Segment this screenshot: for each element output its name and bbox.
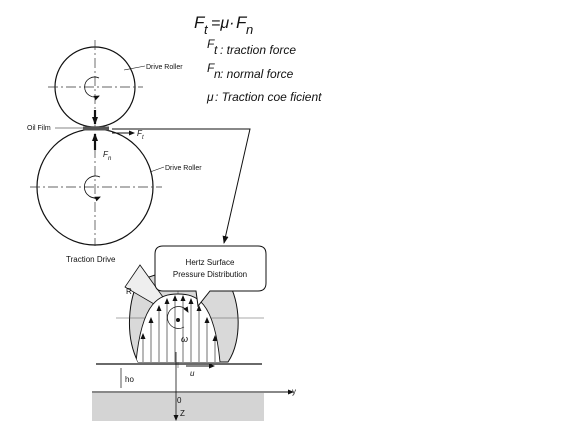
formula-rhs-sub: n bbox=[246, 22, 253, 37]
top-drive-roller: Drive Roller bbox=[48, 40, 183, 134]
oil-film-band bbox=[83, 126, 109, 131]
y-axis-label: y bbox=[292, 387, 296, 396]
traction-force-label-sub: t bbox=[142, 135, 144, 141]
bottom-roller-leader bbox=[149, 166, 165, 173]
definition-ft-symbol: F bbox=[207, 37, 215, 51]
definition-fn-text: : normal force bbox=[220, 67, 294, 81]
normal-force-label-sub: n bbox=[108, 156, 112, 162]
omega-label: ω bbox=[181, 334, 188, 344]
normal-force-label-main: F bbox=[103, 150, 109, 159]
formula-lhs-main: F bbox=[194, 13, 206, 32]
callout-line-1: Hertz Surface bbox=[186, 258, 235, 267]
traction-force-label-main: F bbox=[137, 129, 143, 138]
top-roller-rotation-arrow bbox=[84, 76, 100, 101]
formula-equals-mu: =μ· bbox=[211, 15, 234, 32]
traction-drive-caption: Traction Drive bbox=[66, 255, 116, 264]
bottom-drive-roller: Drive Roller bbox=[30, 128, 202, 246]
z-axis-label: Z bbox=[180, 409, 185, 418]
definition-mu-text: : Traction coe ficient bbox=[215, 90, 322, 104]
definition-ft-text: : traction force bbox=[220, 43, 296, 57]
formula: F t =μ· F n bbox=[194, 13, 253, 37]
definition-fn-symbol: F bbox=[207, 61, 215, 75]
oil-film-label: Oil Film bbox=[27, 125, 51, 132]
hertz-contact-detail: R ω u ho y bbox=[92, 245, 296, 421]
rotation-center-dot bbox=[176, 318, 180, 322]
omega-rotation-arrow bbox=[167, 306, 189, 329]
bottom-roller-label: Drive Roller bbox=[165, 165, 202, 172]
zoom-pointer-line bbox=[112, 128, 251, 244]
formula-lhs-sub: t bbox=[204, 22, 209, 37]
contact-zone: Oil Film F t F n bbox=[27, 110, 144, 162]
definition-mu: μ : Traction coe ficient bbox=[206, 90, 322, 104]
definition-fn-sub: n bbox=[214, 67, 221, 81]
pressure-distribution bbox=[135, 293, 221, 362]
definition-mu-symbol: μ bbox=[206, 90, 214, 104]
definition-ft-sub: t bbox=[214, 43, 218, 57]
hertz-callout-bubble bbox=[154, 245, 267, 308]
callout-line-2: Pressure Distribution bbox=[173, 270, 247, 279]
radius-label: R bbox=[126, 287, 132, 296]
formula-rhs-main: F bbox=[236, 13, 248, 32]
top-roller-leader bbox=[123, 65, 146, 71]
definition-ft: F t : traction force bbox=[207, 37, 296, 57]
gap-label: ho bbox=[125, 375, 134, 384]
velocity-label: u bbox=[190, 369, 195, 378]
origin-label: 0 bbox=[177, 396, 182, 405]
top-roller-label: Drive Roller bbox=[146, 64, 183, 71]
definition-fn: F n : normal force bbox=[207, 61, 294, 81]
bottom-roller-rotation-arrow bbox=[84, 175, 101, 202]
